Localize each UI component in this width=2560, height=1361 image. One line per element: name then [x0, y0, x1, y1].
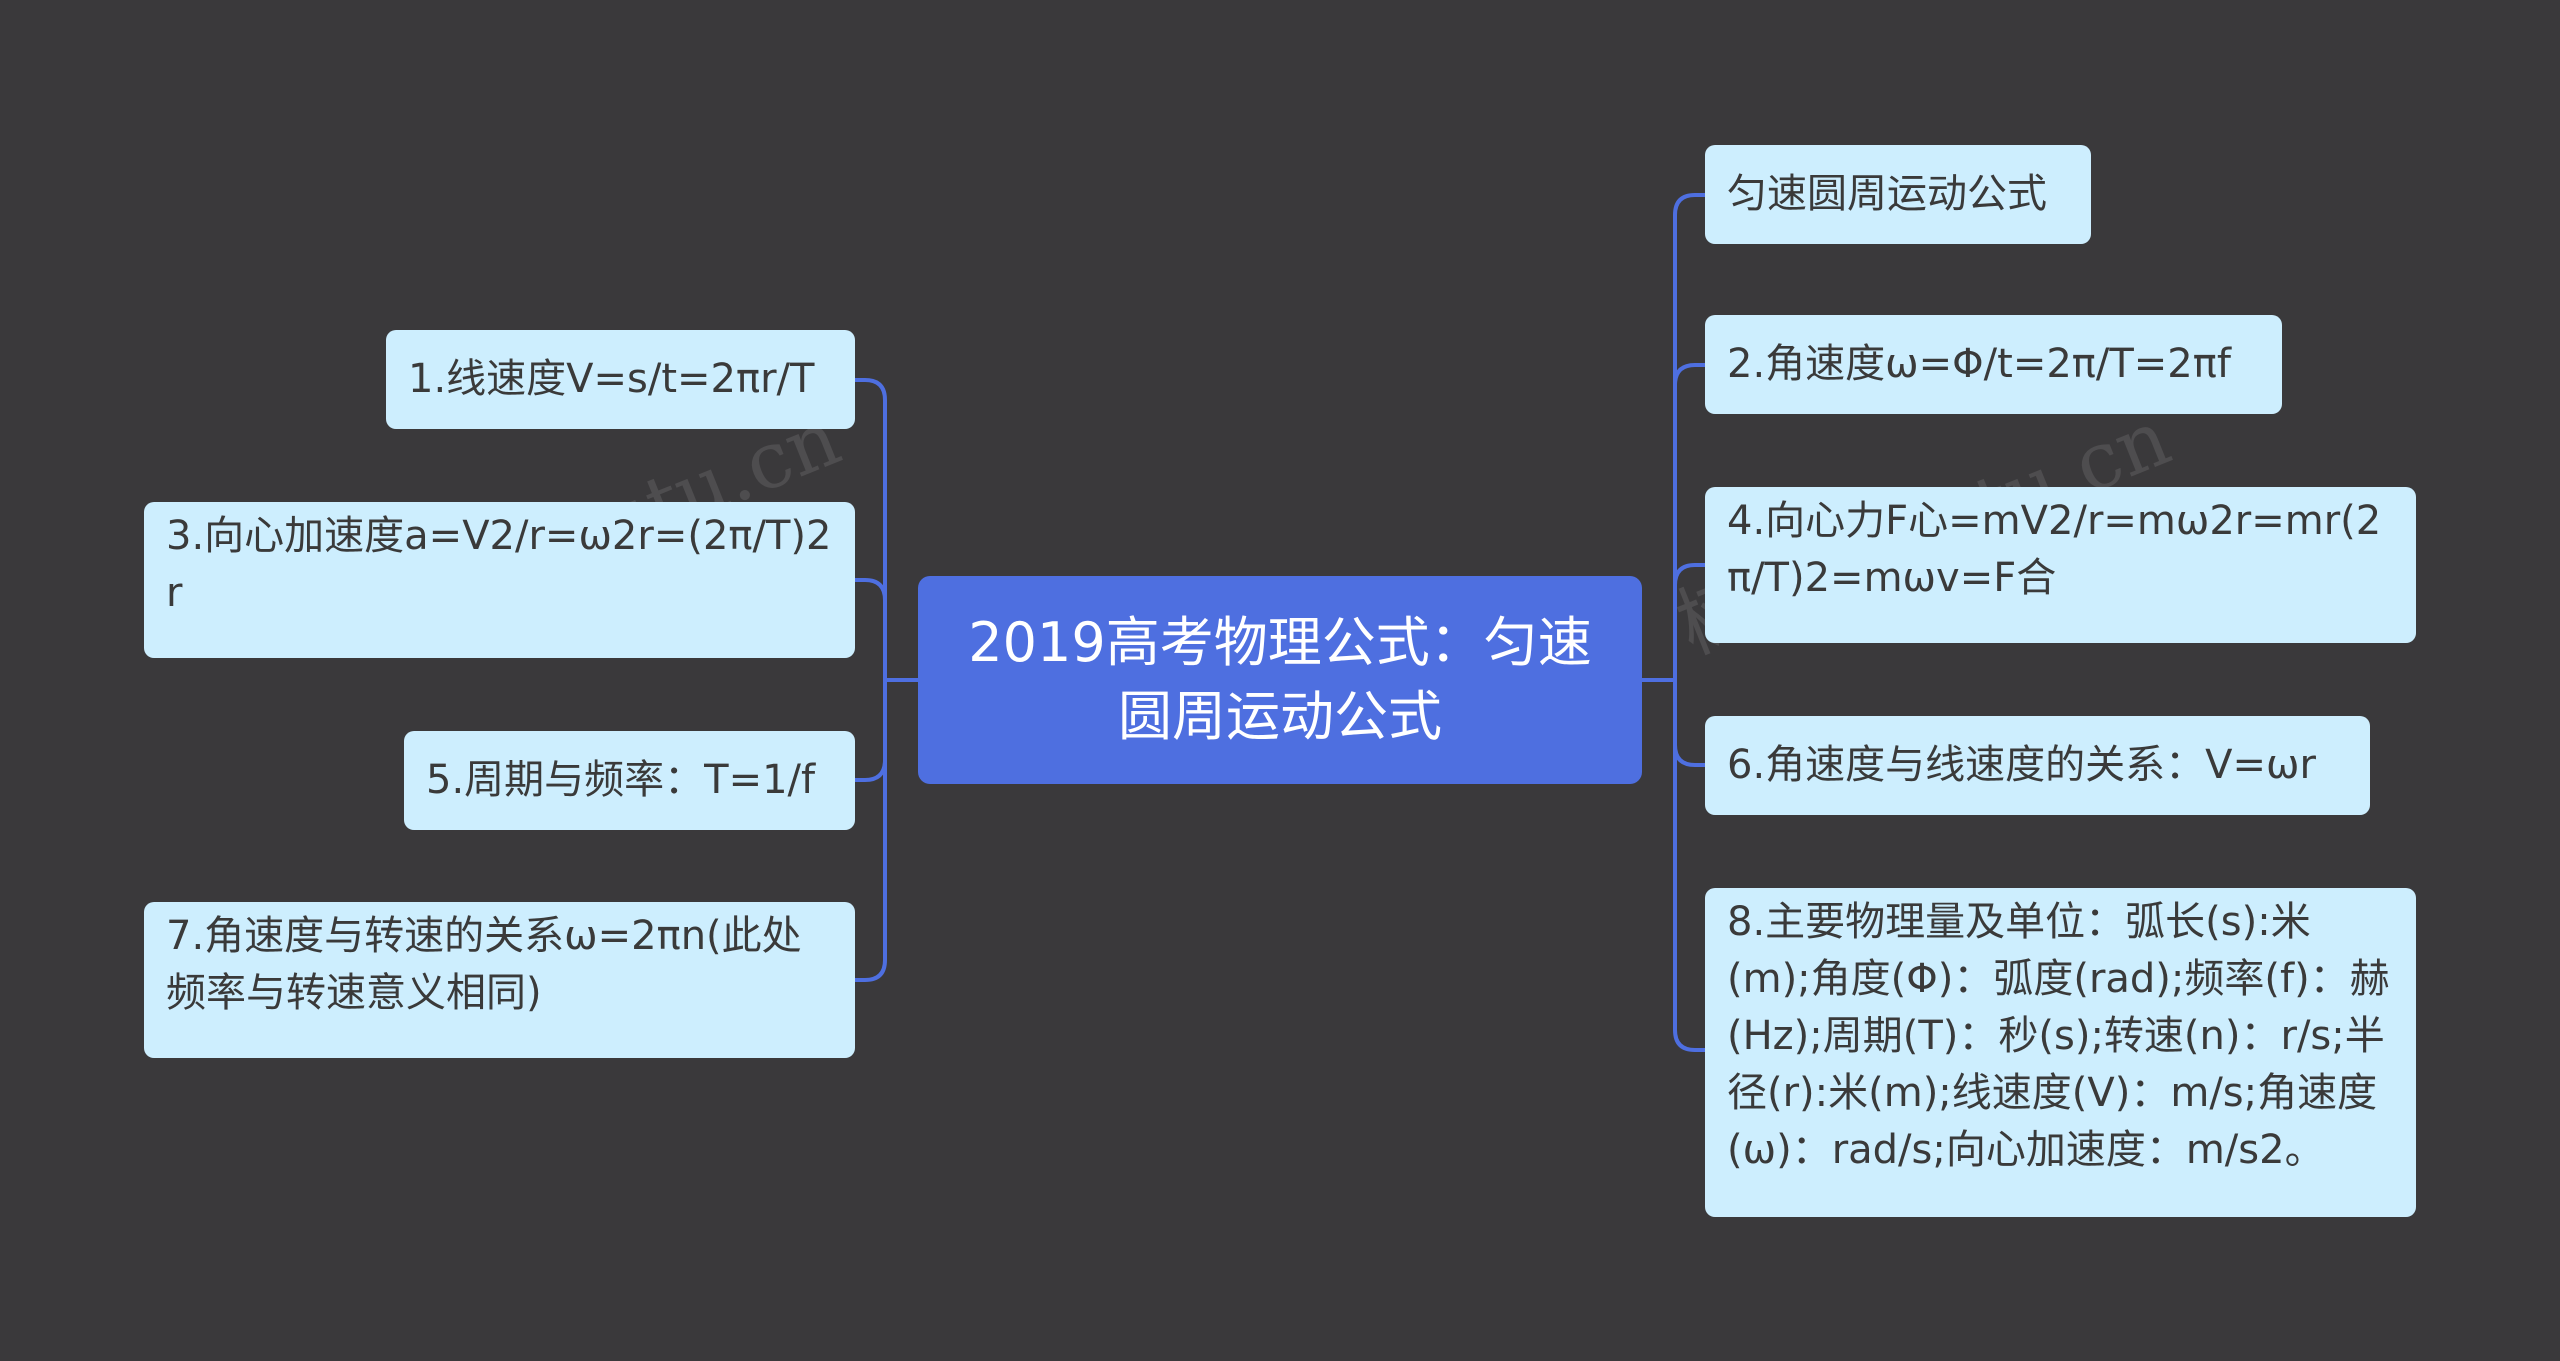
right-node-2[interactable]: 2.角速度ω=Φ/t=2π/T=2πf [1705, 315, 2282, 414]
right-node-8[interactable]: 8.主要物理量及单位：弧长(s):米(m);角度(Φ)：弧度(rad);频率(f… [1705, 888, 2416, 1217]
connector-left-3 [853, 578, 887, 602]
left-node-3[interactable]: 3.向心加速度a=V2/r=ω2r=(2π/T)2r [144, 502, 855, 658]
right-node-6[interactable]: 6.角速度与线速度的关系：V=ωr [1705, 716, 2370, 815]
left-node-5[interactable]: 5.周期与频率：T=1/f [404, 731, 855, 830]
connector-left-1 [853, 378, 887, 682]
connector-left-5 [853, 758, 887, 782]
root-topic-label: 2019高考物理公式：匀速圆周运动公式 [968, 611, 1592, 748]
connector-right-2 [1673, 363, 1707, 387]
right-node-0[interactable]: 匀速圆周运动公式 [1705, 145, 2091, 244]
left-node-1[interactable]: 1.线速度V=s/t=2πr/T [386, 330, 855, 429]
left-node-7[interactable]: 7.角速度与转速的关系ω=2πn(此处频率与转速意义相同) [144, 902, 855, 1058]
right-node-4[interactable]: 4.向心力F心=mV2/r=mω2r=mr(2π/T)2=mωv=F合 [1705, 487, 2416, 643]
connector-right-8 [1673, 678, 1707, 1052]
connector-right-6 [1673, 743, 1707, 767]
connector-right-4 [1673, 563, 1707, 587]
connector-right-0 [1673, 193, 1707, 682]
root-topic[interactable]: 2019高考物理公式：匀速圆周运动公式 [918, 576, 1642, 784]
connector-left-7 [853, 678, 887, 982]
